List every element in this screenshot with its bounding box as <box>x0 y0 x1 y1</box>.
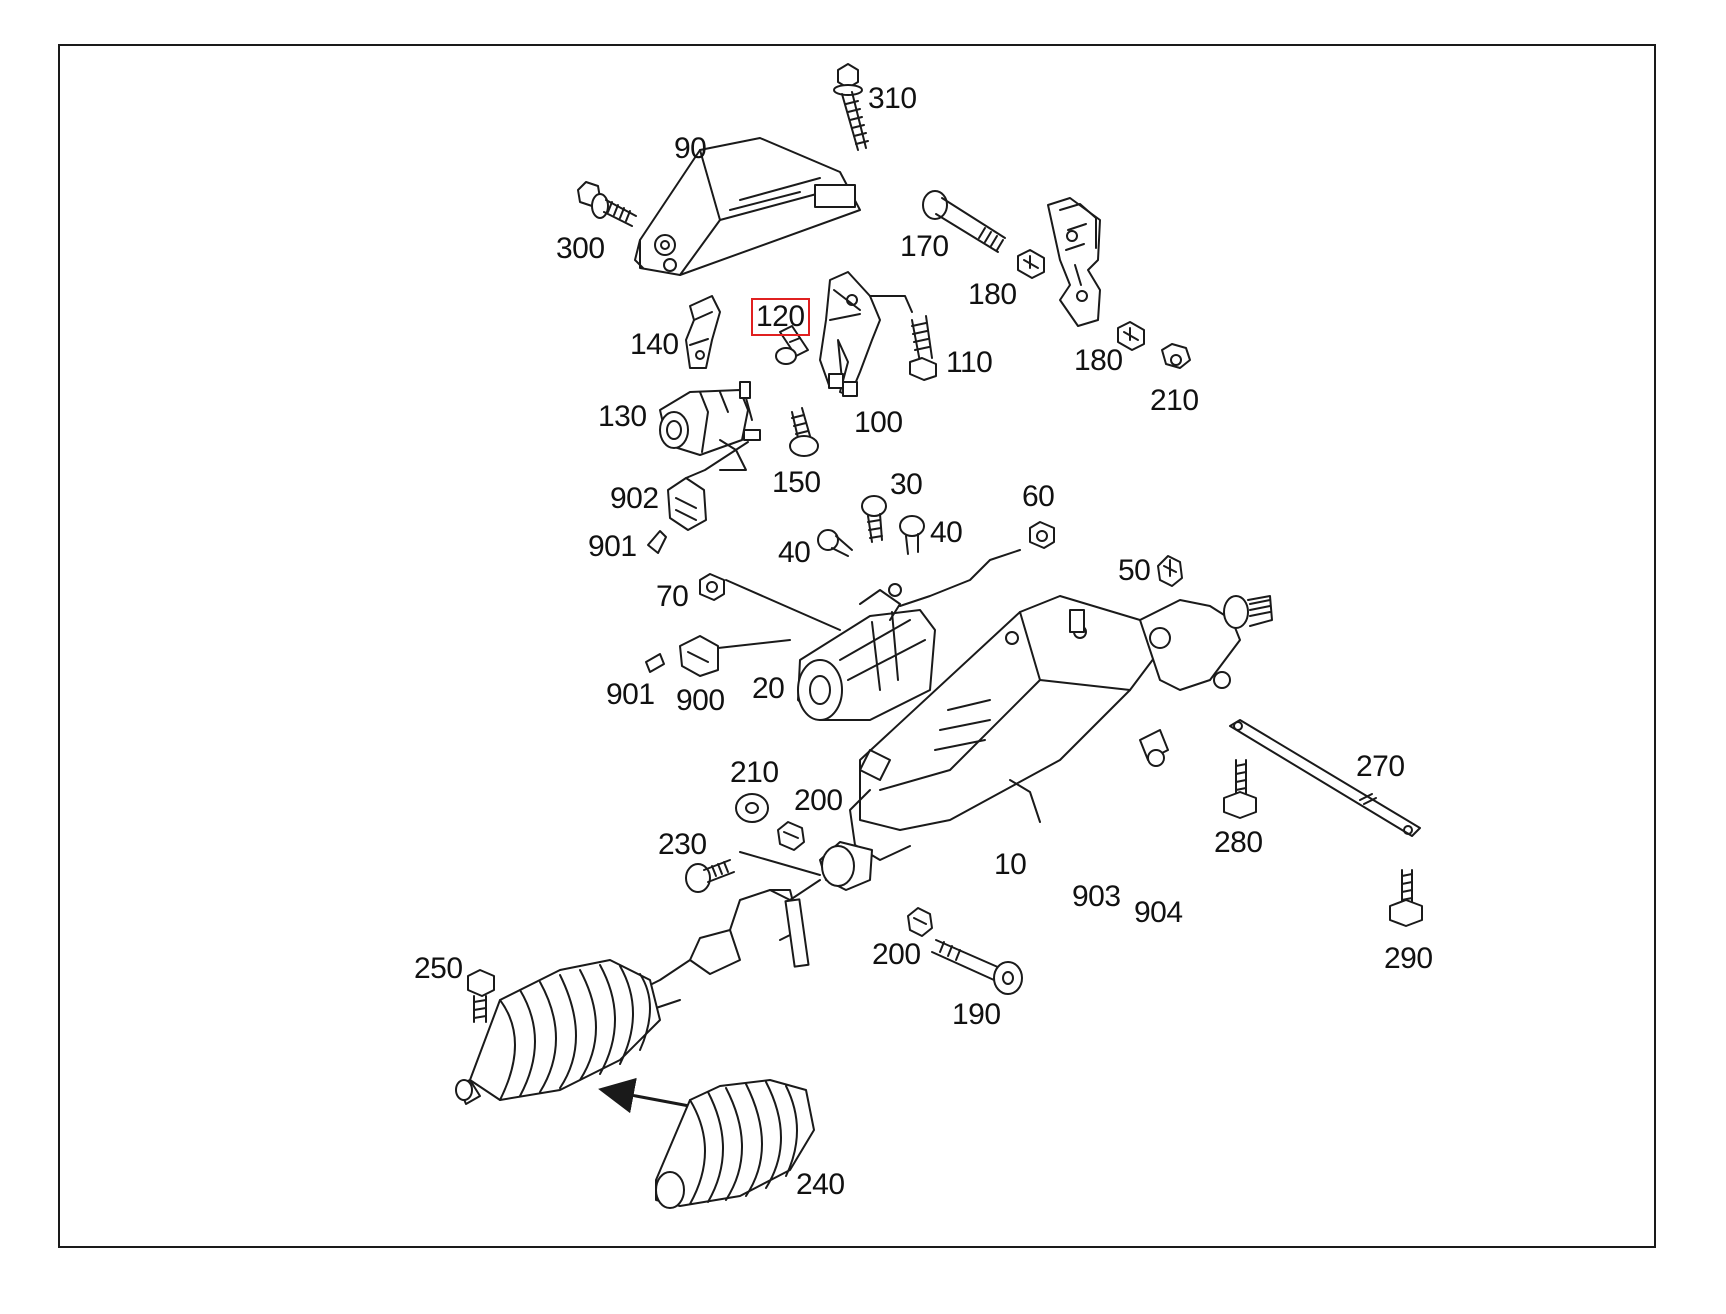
part-50-fitting <box>1157 555 1183 587</box>
callout-140: 140 <box>630 328 679 361</box>
callout-120-highlighted: 120 <box>751 298 810 336</box>
part-210-washer-lower <box>735 793 769 823</box>
callout-901-lower: 901 <box>606 678 655 711</box>
part-110-screw <box>909 315 937 381</box>
callout-50: 50 <box>1118 554 1151 587</box>
part-40-screw-right <box>899 515 925 555</box>
part-100-lever <box>819 271 913 397</box>
part-90-bracket <box>634 137 861 276</box>
assembly-arrow <box>598 1077 702 1114</box>
callout-60: 60 <box>1022 480 1055 513</box>
part-20-motor <box>797 583 936 721</box>
callout-20: 20 <box>752 672 785 705</box>
part-300-screw <box>577 181 637 227</box>
callout-130: 130 <box>598 400 647 433</box>
part-270-rod <box>1229 719 1421 837</box>
part-column-bellows <box>455 959 661 1105</box>
part-140-bracket <box>685 295 721 369</box>
part-250-bolt <box>467 969 495 1023</box>
callout-901-upper: 901 <box>588 530 637 563</box>
leader-902 <box>685 441 749 479</box>
part-210-nut-upper <box>1161 343 1191 369</box>
part-130-switch <box>659 381 761 471</box>
callout-250: 250 <box>414 952 463 985</box>
part-180-clip-upper <box>1017 249 1045 279</box>
part-10-column-housing <box>849 595 1161 861</box>
part-60-nut <box>1029 521 1055 549</box>
callout-170: 170 <box>900 230 949 263</box>
callout-290: 290 <box>1384 942 1433 975</box>
part-230-screw <box>685 859 735 893</box>
callout-150: 150 <box>772 466 821 499</box>
part-280-bolt <box>1223 759 1257 819</box>
part-902-connector <box>667 477 707 531</box>
part-120-pin <box>775 325 809 365</box>
callout-902: 902 <box>610 482 659 515</box>
part-intermediate-shaft <box>639 841 873 1011</box>
part-190-bolt <box>931 939 1023 995</box>
callout-210-lower: 210 <box>730 756 779 789</box>
callout-100: 100 <box>854 406 903 439</box>
callout-230: 230 <box>658 828 707 861</box>
rod-60 <box>899 549 1021 607</box>
callout-310: 310 <box>868 82 917 115</box>
part-40-screw-left <box>817 529 853 557</box>
callout-110: 110 <box>946 346 993 379</box>
leader-70 <box>725 579 841 631</box>
callout-200-lower: 200 <box>872 938 921 971</box>
part-290-bolt <box>1389 869 1423 927</box>
callout-180-upper: 180 <box>968 278 1017 311</box>
callout-10: 10 <box>994 848 1027 881</box>
part-240-bellows <box>655 1079 815 1209</box>
part-70-nut <box>699 573 725 601</box>
callout-90: 90 <box>674 132 707 165</box>
part-180-clip-lower <box>1117 321 1145 351</box>
part-right-bracket <box>1047 197 1101 327</box>
callout-70: 70 <box>656 580 689 613</box>
part-310-bolt <box>833 63 869 151</box>
callout-900: 900 <box>676 684 725 717</box>
callout-903: 903 <box>1072 880 1121 913</box>
part-170-pin <box>922 190 1006 253</box>
callout-190: 190 <box>952 998 1001 1031</box>
leader-230 <box>739 851 821 876</box>
part-30-screw <box>861 495 887 543</box>
callout-904: 904 <box>1134 896 1183 929</box>
part-column-upper-end <box>1139 595 1273 767</box>
callout-300: 300 <box>556 232 605 265</box>
part-200-clip-upper <box>777 821 805 851</box>
part-901-tip-lower <box>645 653 665 673</box>
callout-240: 240 <box>796 1168 845 1201</box>
diagram-frame <box>58 44 1656 1248</box>
callout-40-left: 40 <box>778 536 811 569</box>
part-901-tip-upper <box>647 530 667 554</box>
part-150-screw <box>789 407 819 457</box>
callout-270: 270 <box>1356 750 1405 783</box>
callout-180-lower: 180 <box>1074 344 1123 377</box>
callout-210-upper: 210 <box>1150 384 1199 417</box>
callout-200-upper: 200 <box>794 784 843 817</box>
part-200-clip-lower <box>907 907 933 937</box>
part-900-connector <box>679 635 791 677</box>
callout-40-right: 40 <box>930 516 963 549</box>
callout-30: 30 <box>890 468 923 501</box>
callout-280: 280 <box>1214 826 1263 859</box>
